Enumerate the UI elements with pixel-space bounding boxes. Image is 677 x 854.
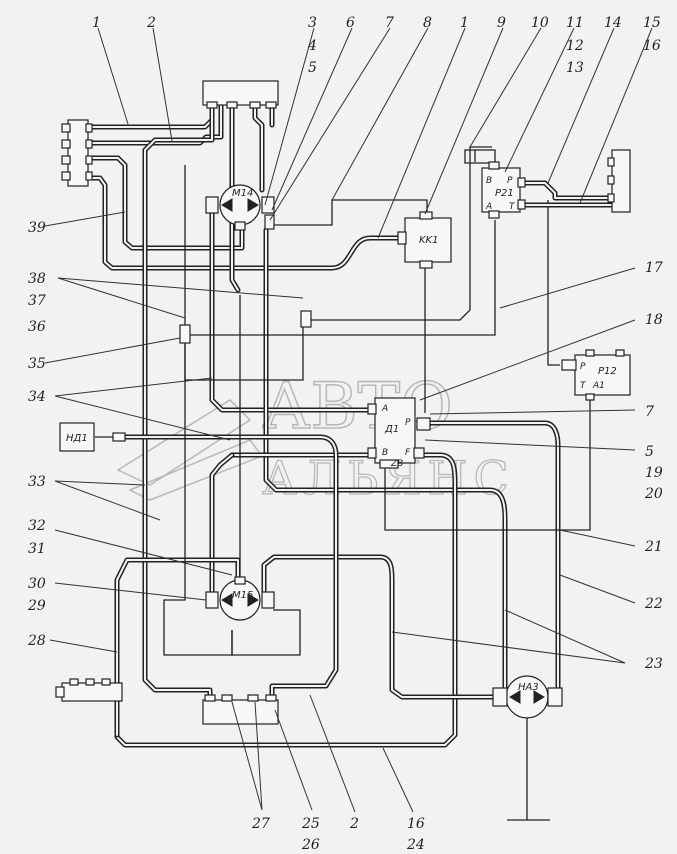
right-fitting-block <box>611 149 631 213</box>
callout-18: 18 <box>645 312 663 328</box>
p12-port-t: T <box>580 381 587 391</box>
callout-33: 33 <box>28 474 46 490</box>
m14-label: M14 <box>232 188 253 199</box>
d1-port-p: P <box>405 418 411 428</box>
sensor-nd1: НД1 <box>59 422 126 452</box>
callout-15: 15 <box>643 15 661 31</box>
callout-5-right: 5 <box>645 444 654 460</box>
p12-port-a1: A1 <box>592 381 605 391</box>
p21-port-b: B <box>486 176 492 186</box>
callout-19: 19 <box>645 465 663 481</box>
callout-34: 34 <box>28 389 46 405</box>
callout-23: 23 <box>644 656 663 672</box>
m15-label: M15 <box>232 590 253 601</box>
motor-m15: M15 <box>205 576 275 621</box>
callout-29: 29 <box>27 598 46 614</box>
callout-30: 30 <box>28 576 46 592</box>
callout-12: 12 <box>566 38 584 54</box>
callout-16-bottom: 16 <box>407 816 425 832</box>
callout-1-top-left: 1 <box>92 15 101 31</box>
p12-label: P12 <box>598 366 617 377</box>
callout-7-top: 7 <box>385 15 394 31</box>
p21-port-p: P <box>507 176 513 186</box>
callout-39: 39 <box>28 220 46 236</box>
callout-7-right: 7 <box>645 404 654 420</box>
callout-17: 17 <box>645 260 663 276</box>
pump-na3: НА3 <box>492 675 563 719</box>
d1-label: Д1 <box>384 424 399 435</box>
callout-13: 13 <box>566 60 584 76</box>
callout-11: 11 <box>566 15 584 31</box>
callout-5-top: 5 <box>308 60 317 76</box>
callout-22: 22 <box>644 596 663 612</box>
bottom-manifold <box>202 699 279 725</box>
callout-1-top-right: 1 <box>460 15 469 31</box>
d1-port-f: F <box>405 448 411 458</box>
callout-2-bottom: 2 <box>349 816 359 832</box>
na3-label: НА3 <box>518 682 539 693</box>
top-manifold <box>202 80 279 106</box>
callout-36: 36 <box>28 319 46 335</box>
callout-14: 14 <box>604 15 622 31</box>
callout-35: 35 <box>28 356 46 372</box>
callout-20: 20 <box>644 486 663 502</box>
watermark-line1: АВТО <box>262 370 453 444</box>
callout-25: 25 <box>301 816 320 832</box>
p21-label: P21 <box>495 188 514 199</box>
callout-16-top: 16 <box>643 38 661 54</box>
components: M14 KK1 B P P21 A T <box>55 80 631 725</box>
callout-10: 10 <box>531 15 549 31</box>
nd1-label: НД1 <box>66 433 88 444</box>
p21-output-pipes <box>517 180 615 208</box>
pipe-lines <box>87 103 561 748</box>
zb-label: ZB <box>390 459 403 469</box>
callout-9: 9 <box>497 15 506 31</box>
motor-m14: M14 <box>205 184 275 231</box>
callout-24: 24 <box>406 837 425 853</box>
callout-28: 28 <box>27 633 46 649</box>
bottom-left-fitting-block <box>61 682 123 702</box>
callout-26: 26 <box>301 837 320 853</box>
valve-d1: A P Д1 B F ZB <box>367 397 431 469</box>
callout-27: 27 <box>251 816 270 832</box>
leader-lines <box>44 27 653 813</box>
p12-port-p: P <box>580 362 586 372</box>
d1-port-a: A <box>381 404 388 414</box>
valve-p21: B P P21 A T <box>481 161 526 219</box>
callout-labels: 1 2 3 4 5 6 7 8 1 9 10 11 12 13 14 15 16… <box>27 15 663 853</box>
tee-fitting-left <box>179 324 191 344</box>
m14-side-valve <box>264 214 275 230</box>
left-top-fitting-block <box>67 119 89 187</box>
valve-kk1: KK1 <box>397 211 452 269</box>
callout-38: 38 <box>28 271 46 287</box>
callout-2-top: 2 <box>146 15 156 31</box>
kk1-label: KK1 <box>419 235 438 246</box>
callout-8: 8 <box>423 15 432 31</box>
valve-p12: P P12 T A1 <box>561 349 631 401</box>
callout-3: 3 <box>308 15 317 31</box>
p21-port-a: A <box>485 202 492 212</box>
callout-31: 31 <box>28 541 46 557</box>
callout-32: 32 <box>28 518 46 534</box>
callout-37: 37 <box>28 293 46 309</box>
callout-21: 21 <box>644 539 663 555</box>
callout-4: 4 <box>307 38 317 54</box>
callout-6: 6 <box>346 15 355 31</box>
p21-port-t: T <box>509 202 516 212</box>
tee-fitting-center <box>300 310 312 328</box>
d1-port-b: B <box>382 448 388 458</box>
